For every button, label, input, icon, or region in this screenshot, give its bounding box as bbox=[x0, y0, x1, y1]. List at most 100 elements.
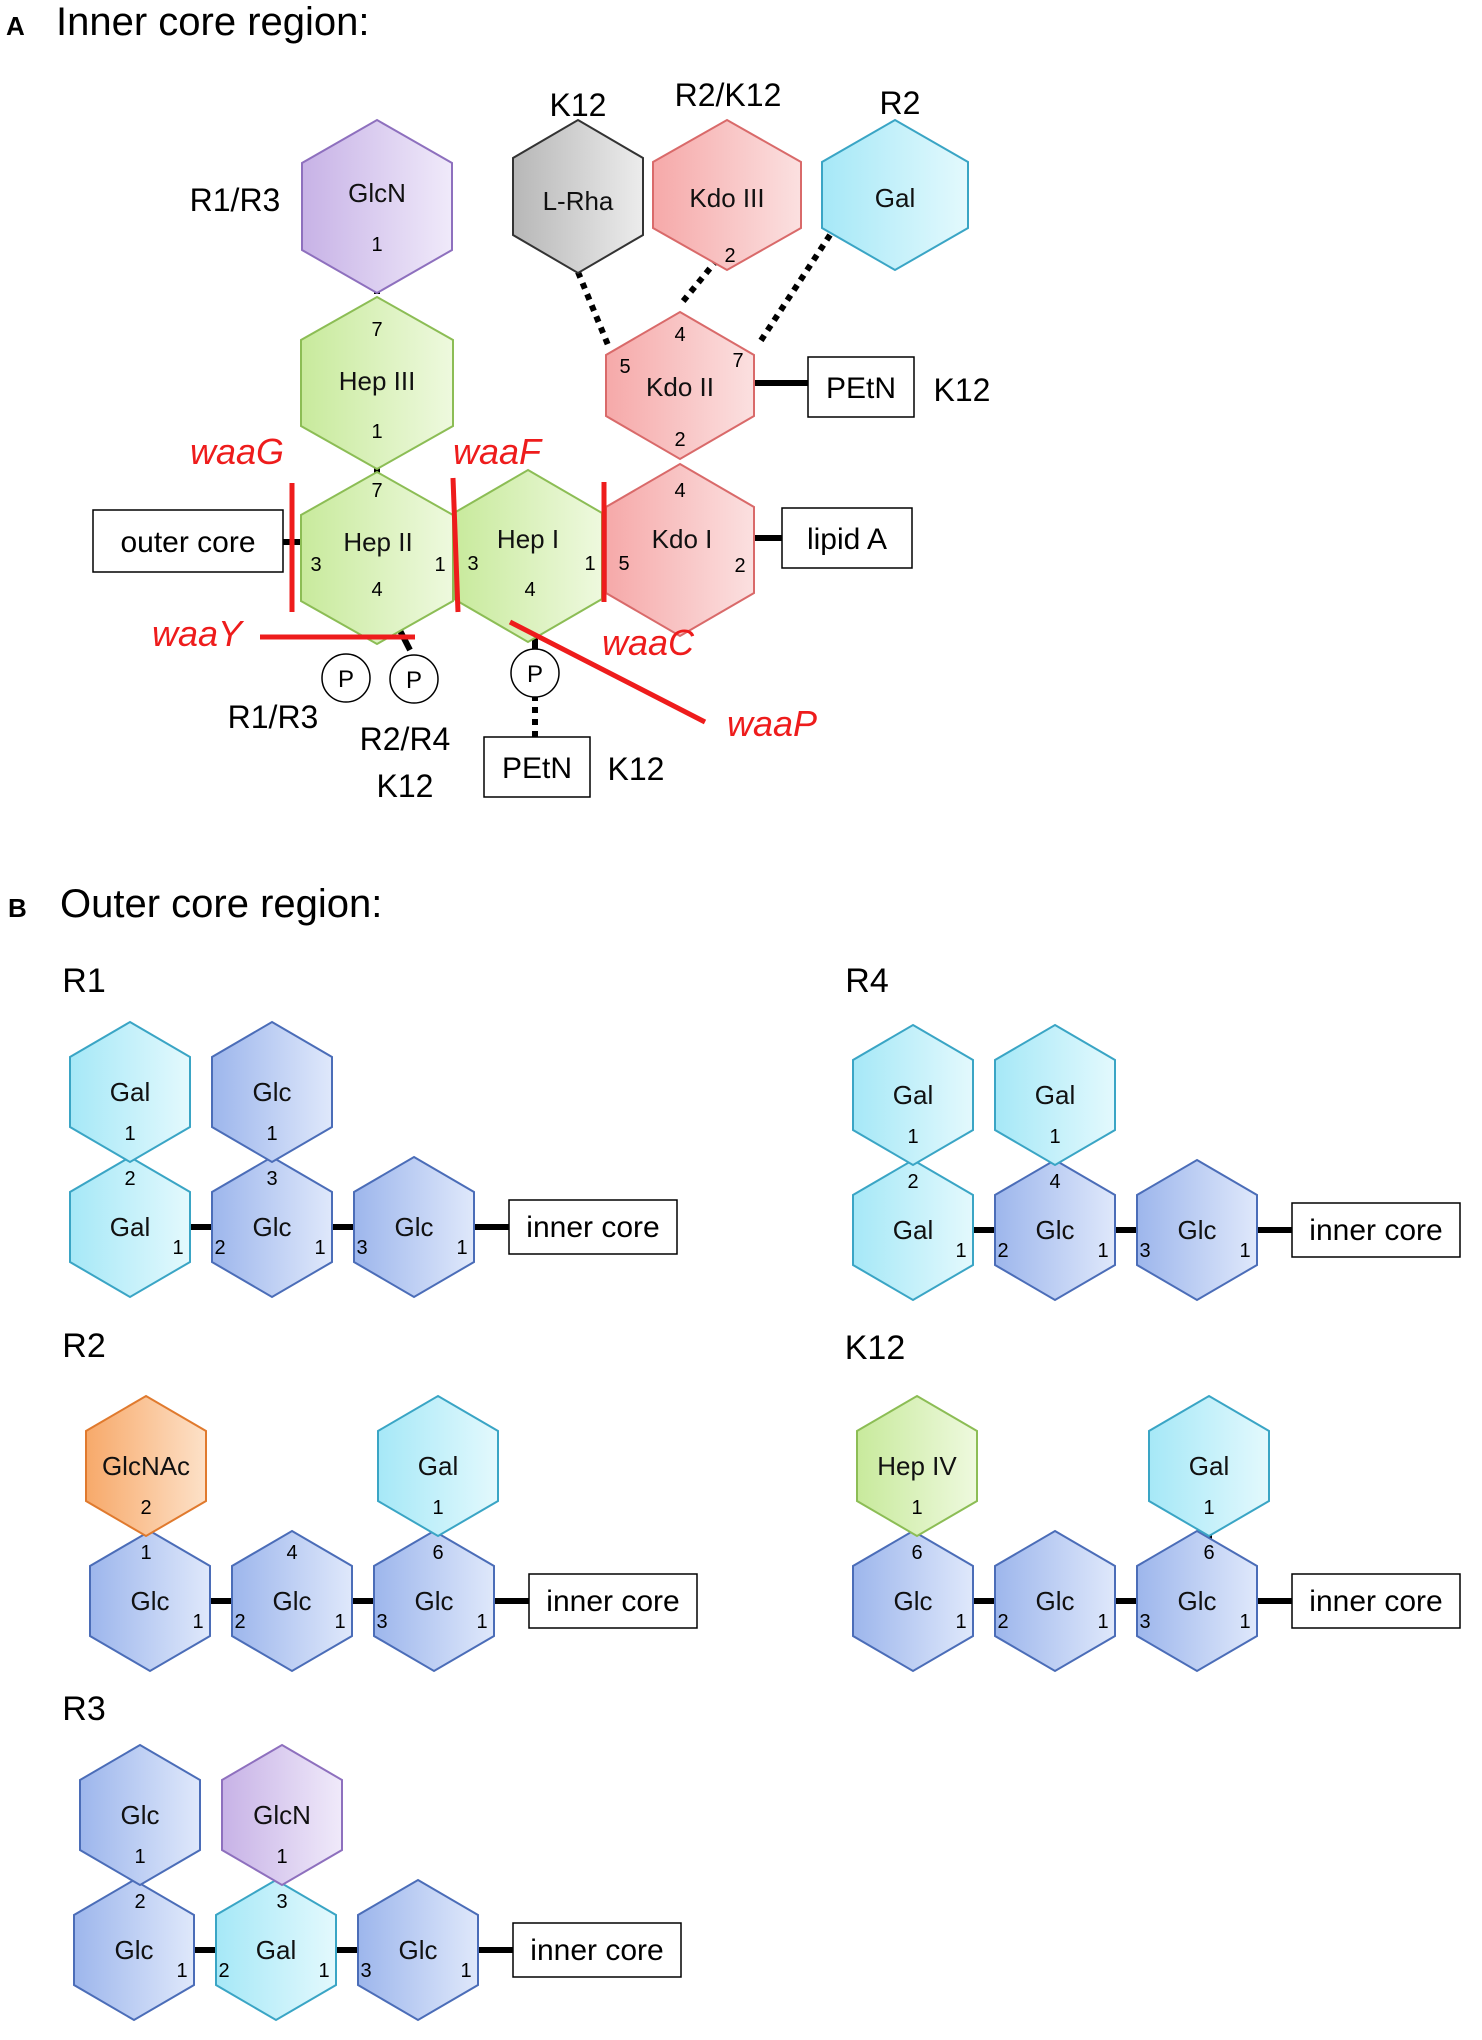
r2-chain-2-label: Glc bbox=[273, 1586, 312, 1616]
r2-pos-a-bot: 1 bbox=[140, 1542, 151, 1564]
r1-pos-a-top: 1 bbox=[124, 1123, 135, 1145]
r4-inner-core-label: inner core bbox=[1309, 1214, 1442, 1247]
r4-pos-a-bot: 2 bbox=[907, 1171, 918, 1193]
r1-chain-2-hexagon bbox=[211, 1155, 333, 1299]
gene-waaG: waaG bbox=[190, 431, 284, 472]
pos-kdo1-2: 2 bbox=[734, 555, 745, 577]
r4-top-1-label: Gal bbox=[893, 1080, 933, 1110]
pos-hep2-3: 3 bbox=[310, 554, 321, 576]
k12-pos-l3: 1 bbox=[1239, 1611, 1250, 1633]
r4-pos-l1b: 2 bbox=[997, 1240, 1008, 1262]
sugar-hep1: Hep I 3 1 4 bbox=[453, 468, 603, 644]
r2-top-2-label: Gal bbox=[418, 1451, 458, 1481]
waaF-cut-line bbox=[450, 477, 461, 613]
strain-petn-hep: K12 bbox=[608, 751, 665, 787]
strain-glcn: R1/R3 bbox=[190, 182, 281, 218]
gene-waaP: waaP bbox=[727, 703, 817, 744]
r2-pos-b-top: 1 bbox=[432, 1497, 443, 1519]
r3-chain-1-hexagon bbox=[73, 1878, 195, 2022]
phosphate-hep1 bbox=[510, 648, 560, 698]
r2-pos-l2b: 3 bbox=[376, 1611, 387, 1633]
r3-pos-l3: 1 bbox=[460, 1960, 471, 1982]
r1-pos-b-bot: 3 bbox=[266, 1168, 277, 1190]
k12-pos-l1a: 1 bbox=[955, 1611, 966, 1633]
phosphate-hep1-label: P bbox=[527, 661, 543, 688]
structure-r1-label: R1 bbox=[62, 962, 105, 1000]
r3-inner-core-label: inner core bbox=[530, 1934, 663, 1967]
r1-chain-1-label: Gal bbox=[110, 1212, 150, 1242]
gal-top-hexagon bbox=[821, 118, 969, 272]
r1-inner-core-box bbox=[508, 1199, 678, 1255]
petn-kdo-box-label: PEtN bbox=[826, 372, 896, 405]
r3-pos-a-bot: 2 bbox=[134, 1891, 145, 1913]
structure-r4-label: R4 bbox=[845, 962, 888, 1000]
r4-pos-l3: 1 bbox=[1239, 1240, 1250, 1262]
r4-chain-2-label: Glc bbox=[1036, 1215, 1075, 1245]
k12-chain-3-label: Glc bbox=[1178, 1586, 1217, 1616]
r4-pos-b-top: 1 bbox=[1049, 1126, 1060, 1148]
r4-pos-l2a: 1 bbox=[1097, 1240, 1108, 1262]
r1-top-1-hexagon bbox=[69, 1020, 191, 1164]
r4-top-1-hexagon bbox=[852, 1023, 974, 1167]
pos-hep2-1: 1 bbox=[434, 554, 445, 576]
kdo1-label: Kdo I bbox=[652, 524, 713, 554]
r3-pos-l1b: 2 bbox=[218, 1960, 229, 1982]
gene-waaF: waaF bbox=[453, 431, 543, 472]
petn-hep-box-label: PEtN bbox=[502, 752, 572, 785]
petn-hep-box bbox=[483, 736, 591, 798]
pos-glcn-1: 1 bbox=[371, 234, 382, 256]
k12-pos-b-bot: 6 bbox=[1203, 1542, 1214, 1564]
r3-inner-core-box bbox=[512, 1922, 682, 1978]
r3-chain-2-hexagon bbox=[215, 1878, 337, 2022]
lrha-label: L-Rha bbox=[543, 186, 614, 216]
k12-chain-2-label: Glc bbox=[1036, 1586, 1075, 1616]
k12-top-1-label: Hep IV bbox=[877, 1451, 957, 1481]
k12-pos-l2b: 3 bbox=[1139, 1611, 1150, 1633]
structure-r3-label: R3 bbox=[62, 1690, 105, 1728]
r2-chain-1-hexagon bbox=[89, 1529, 211, 1673]
k12-chain-2-hexagon bbox=[994, 1529, 1116, 1673]
pos-hep2-4: 4 bbox=[371, 579, 382, 601]
pos-kdo1-5: 5 bbox=[618, 553, 629, 575]
r3-pos-l2b: 3 bbox=[360, 1960, 371, 1982]
r3-chain-2-label: Gal bbox=[256, 1935, 296, 1965]
k12-pos-l2a: 1 bbox=[1097, 1611, 1108, 1633]
hep2-label: Hep II bbox=[343, 527, 412, 557]
r4-pos-a-top: 1 bbox=[907, 1126, 918, 1148]
k12-chain-1-label: Glc bbox=[894, 1586, 933, 1616]
r1-chain-3-hexagon bbox=[353, 1155, 475, 1299]
r2-pos-l3: 1 bbox=[476, 1611, 487, 1633]
phosphate-right bbox=[389, 654, 439, 704]
r3-top-2-hexagon bbox=[221, 1743, 343, 1887]
k12-pos-a-top: 1 bbox=[911, 1497, 922, 1519]
r2-chain-3-hexagon bbox=[373, 1529, 495, 1673]
r3-pos-l1a: 1 bbox=[176, 1960, 187, 1982]
r4-top-2-hexagon bbox=[994, 1023, 1116, 1167]
gene-waaY: waaY bbox=[152, 613, 245, 654]
r1-top-2-hexagon bbox=[211, 1020, 333, 1164]
r2-top-1-label: GlcNAc bbox=[102, 1451, 190, 1481]
phosphate-left bbox=[321, 653, 371, 703]
sugar-kdo1: Kdo I 5 4 2 bbox=[605, 462, 755, 638]
lipid-a-box-label: lipid A bbox=[807, 523, 887, 556]
r4-pos-l2b: 3 bbox=[1139, 1240, 1150, 1262]
r1-pos-l2b: 3 bbox=[356, 1237, 367, 1259]
r1-top-1-label: Gal bbox=[110, 1077, 150, 1107]
r2-pos-mid: 4 bbox=[286, 1542, 297, 1564]
r3-chain-1-label: Glc bbox=[115, 1935, 154, 1965]
r3-top-2-label: GlcN bbox=[253, 1800, 311, 1830]
r3-chain-3-hexagon bbox=[357, 1878, 479, 2022]
r3-top-1-label: Glc bbox=[121, 1800, 160, 1830]
r4-pos-b-bot: 4 bbox=[1049, 1171, 1060, 1193]
phosphate-left-label: P bbox=[338, 666, 354, 693]
r2-chain-3-label: Glc bbox=[415, 1586, 454, 1616]
r1-chain-2-label: Glc bbox=[253, 1212, 292, 1242]
r2-chain-1-label: Glc bbox=[131, 1586, 170, 1616]
r2-pos-l1a: 1 bbox=[192, 1611, 203, 1633]
